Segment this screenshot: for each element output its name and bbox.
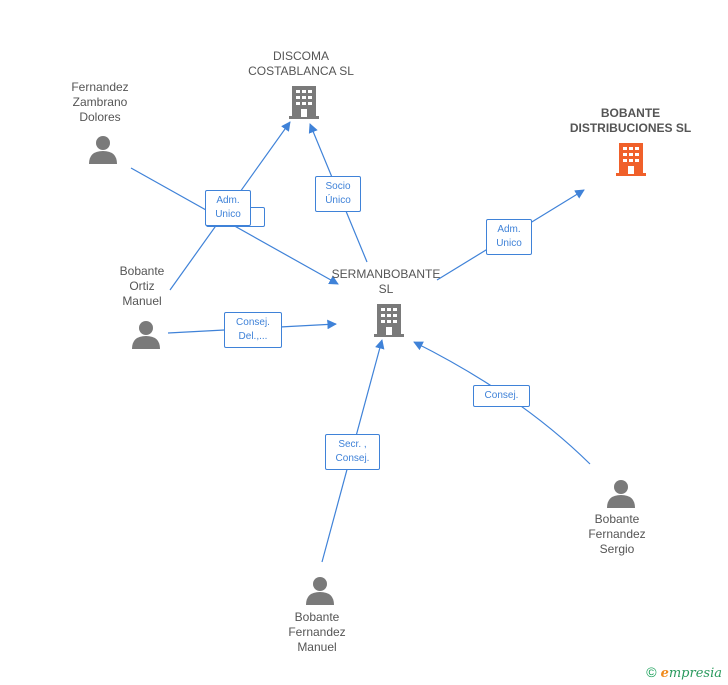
brand-logo-text: mpresia	[668, 666, 722, 681]
building-icon[interactable]	[373, 303, 405, 337]
building-icon[interactable]	[288, 85, 320, 119]
relationship-badge-consej-del[interactable]: Consej. Del.,...	[224, 312, 282, 348]
person-icon[interactable]	[88, 134, 118, 164]
person-icon[interactable]	[131, 319, 161, 349]
node-label-sermanbobante: SERMANBOBANTE SL	[331, 267, 441, 296]
brand-footer: ©empresia	[646, 664, 722, 681]
relationship-badge-secr-consej[interactable]: Secr. , Consej.	[325, 434, 380, 470]
node-label-discoma: DISCOMA COSTABLANCA SL	[248, 49, 354, 78]
node-label-bobante-fernandez-sergio: Bobante Fernandez Sergio	[588, 512, 646, 556]
node-label-bobante-distribuciones: BOBANTE DISTRIBUCIONES SL	[569, 106, 692, 135]
person-icon[interactable]	[305, 575, 335, 605]
node-label-bobante-fernandez-manuel: Bobante Fernandez Manuel	[288, 610, 346, 654]
relationship-badge-adm-unico[interactable]: Adm. Unico	[486, 219, 532, 255]
brand-logo-initial: e	[660, 666, 669, 681]
node-label-fernandez-zambrano: Fernandez Zambrano Dolores	[71, 80, 129, 124]
building-icon[interactable]	[615, 142, 647, 176]
relationship-badge-adm-unico[interactable]: Adm. Unico	[205, 190, 251, 226]
relationship-badge-consej[interactable]: Consej.	[473, 385, 530, 407]
relationship-badge-socio-unico[interactable]: Socio Único	[315, 176, 361, 212]
copyright-icon: ©	[646, 664, 657, 680]
node-label-bobante-ortiz: Bobante Ortiz Manuel	[119, 264, 165, 308]
person-icon[interactable]	[606, 478, 636, 508]
